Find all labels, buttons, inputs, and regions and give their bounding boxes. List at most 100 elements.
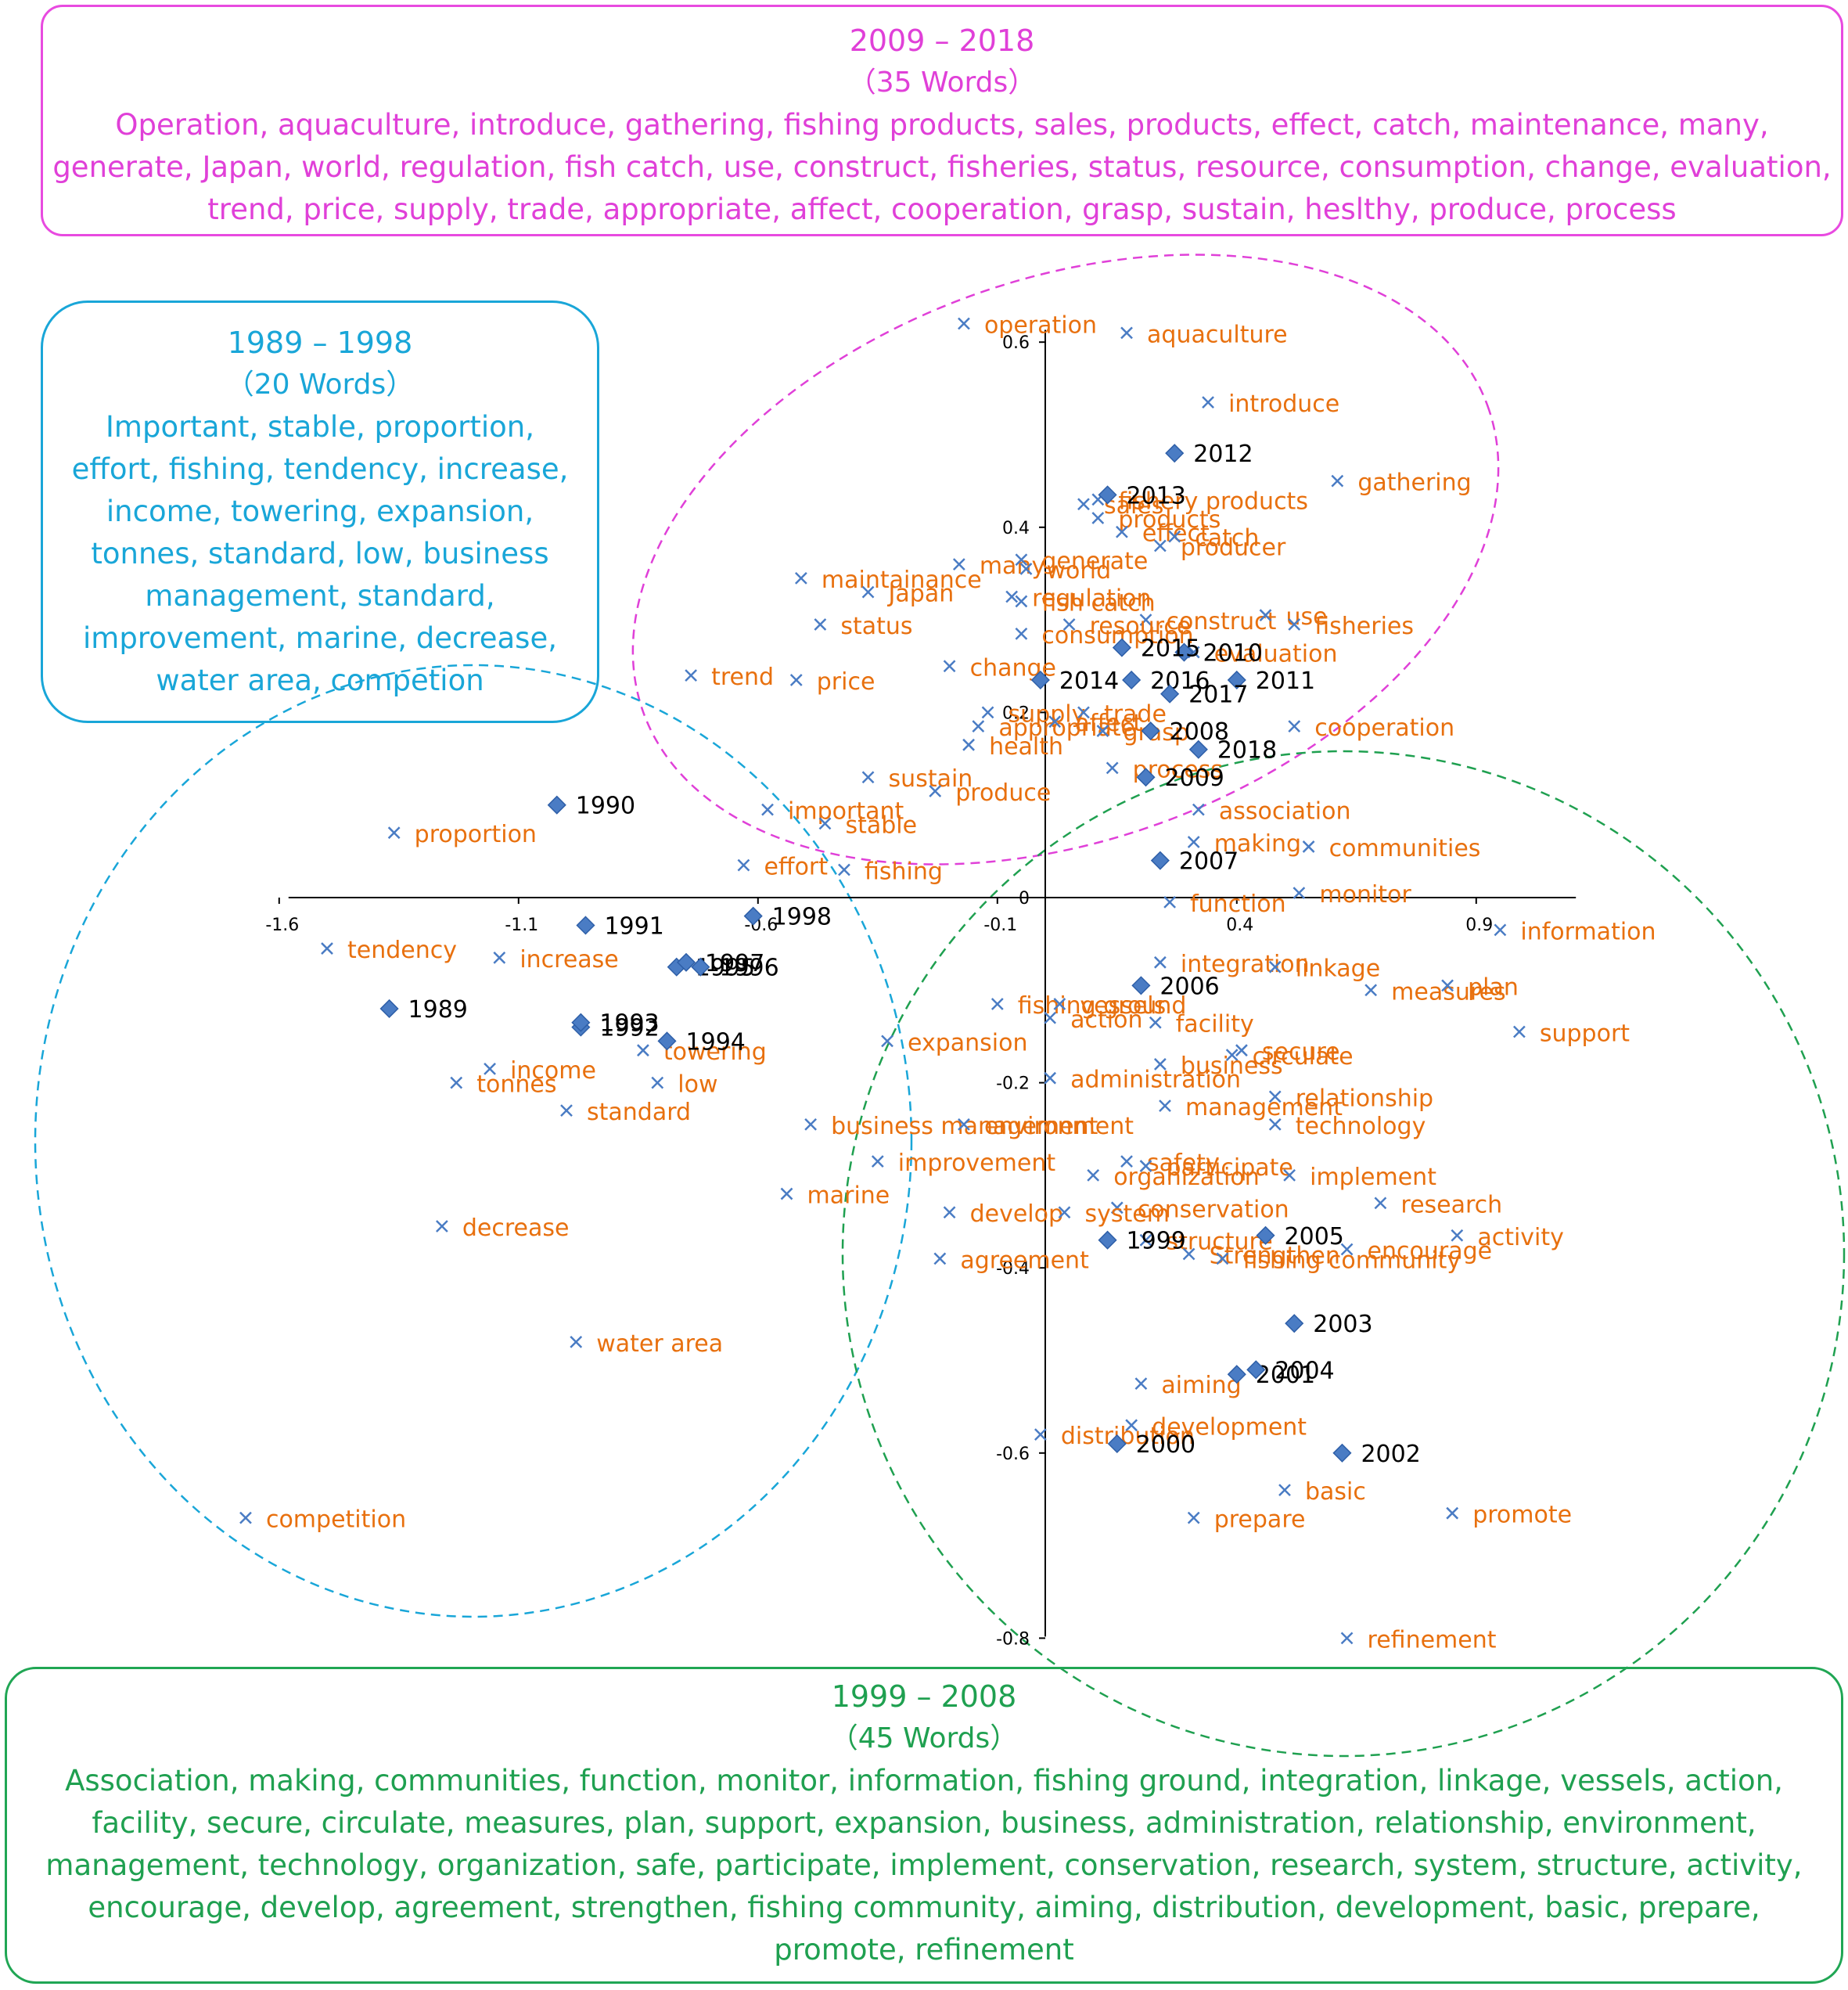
word-label-administration: administration: [1070, 1067, 1241, 1094]
word-label-environment: environment: [984, 1113, 1134, 1140]
word-label-health: health: [989, 733, 1063, 761]
word-marker-stable: [818, 817, 832, 830]
word-marker-stroke: [450, 1076, 463, 1089]
word-marker-stroke: [952, 558, 965, 571]
word-marker-measures: [1364, 984, 1378, 997]
word-marker-stroke: [1153, 539, 1167, 552]
word-label-maintainance: maintainance: [822, 567, 982, 594]
year-label-2005: 2005: [1285, 1223, 1344, 1250]
word-marker-stroke: [861, 771, 875, 784]
x-tick-label: -1.1: [505, 916, 538, 935]
year-marker-2017: [1160, 684, 1180, 704]
word-label-fishery-products: fishery products: [1118, 488, 1308, 515]
word-label-linkage: linkage: [1296, 955, 1380, 983]
word-marker-income: [484, 1062, 496, 1075]
word-marker-relationship: [1268, 1090, 1282, 1103]
word-marker-stroke: [1110, 1201, 1124, 1215]
legend-box-1989-1998: 1989 – 1998 （20 Words） Important, stable…: [41, 300, 599, 723]
word-marker-agreement: [933, 1252, 947, 1265]
year-marker-2007: [1150, 851, 1170, 870]
word-marker-administration: [1044, 1071, 1057, 1085]
word-marker-producer: [1153, 539, 1167, 552]
word-label-agreement: agreement: [960, 1247, 1089, 1274]
word-marker-support: [1512, 1025, 1526, 1038]
year-label-2018: 2018: [1217, 737, 1277, 765]
word-marker-information: [1494, 923, 1507, 937]
word-label-basic: basic: [1305, 1478, 1366, 1506]
word-marker-stroke: [1187, 1511, 1200, 1524]
word-label-increase: increase: [520, 946, 618, 973]
word-label-management: management: [1185, 1094, 1343, 1121]
word-marker-produce: [929, 785, 942, 797]
word-marker-stroke: [1106, 761, 1119, 775]
year-label-2001: 2001: [1256, 1362, 1315, 1389]
word-marker-price: [789, 674, 803, 686]
word-marker-organization: [1087, 1169, 1100, 1182]
y-tick-label: -0.4: [996, 1259, 1030, 1279]
word-marker-stroke: [1225, 1049, 1239, 1061]
word-label-evaluation: evaluation: [1214, 641, 1338, 668]
y-tick-label: 0.2: [1002, 704, 1030, 723]
word-marker-integration: [1153, 955, 1167, 969]
year-marker-2012: [1165, 444, 1185, 463]
word-label-communities: communities: [1329, 835, 1481, 862]
x-tick-label: 0.9: [1465, 916, 1493, 935]
word-marker-many: [952, 558, 965, 571]
word-label-generate: generate: [1041, 548, 1148, 575]
legend-box-1999-2008: 1999 – 2008 （45 Words） Association, maki…: [5, 1667, 1843, 1984]
word-marker-stroke: [685, 669, 698, 682]
word-marker-gathering: [1331, 474, 1344, 488]
year-label-2003: 2003: [1313, 1311, 1372, 1338]
word-marker-stroke: [1015, 627, 1028, 640]
year-label-2012: 2012: [1193, 441, 1253, 468]
word-label-expansion: expansion: [908, 1029, 1027, 1056]
year-label-2017: 2017: [1188, 682, 1248, 709]
word-marker-plan: [1441, 979, 1454, 992]
x-tick-label: 0.4: [1226, 916, 1253, 935]
year-marker-2013: [1098, 485, 1117, 505]
word-marker-stroke: [1168, 530, 1181, 543]
word-marker-stroke: [1125, 1419, 1138, 1432]
word-marker-stroke: [1077, 706, 1090, 719]
year-marker-2008: [1141, 721, 1160, 741]
word-label-strengthen: Strengthen: [1210, 1242, 1340, 1269]
year-marker-1990: [547, 795, 566, 815]
word-marker-stroke: [1153, 1058, 1167, 1071]
word-marker-japan: [861, 585, 875, 599]
word-label-organization: organization: [1113, 1164, 1260, 1191]
word-marker-stroke: [239, 1511, 252, 1524]
period-2009-2018: 2009 – 2018: [849, 23, 1035, 58]
year-marker-2009: [1136, 768, 1156, 787]
word-label-conservation: conservation: [1138, 1196, 1289, 1223]
word-marker-competition: [239, 1511, 252, 1524]
word-marker-sales: [1077, 498, 1090, 511]
word-marker-stroke: [1293, 887, 1306, 899]
word-marker-stroke: [861, 585, 875, 599]
word-marker-stroke: [1288, 618, 1301, 631]
word-marker-maintainance: [794, 571, 807, 585]
word-marker-stroke: [871, 1155, 884, 1168]
word-marker-association: [1192, 803, 1205, 816]
word-marker-fisheries: [1288, 618, 1301, 631]
word-marker-status: [814, 618, 827, 631]
word-marker-circulate: [1225, 1049, 1239, 1061]
word-marker-vessels: [1053, 998, 1066, 1010]
word-marker-secure: [1235, 1044, 1248, 1057]
word-marker-management: [1159, 1099, 1171, 1113]
word-label-appropriate: appropriate: [998, 714, 1135, 742]
year-label-2000: 2000: [1136, 1431, 1195, 1459]
word-marker-basic: [1278, 1484, 1291, 1497]
word-marker-introduce: [1202, 396, 1214, 408]
word-marker-stroke: [1512, 1025, 1526, 1038]
word-marker-stroke: [387, 826, 401, 840]
word-count-1999-2008: （45 Words）: [829, 1722, 1019, 1754]
word-marker-stroke: [321, 942, 333, 955]
word-label-research: research: [1400, 1191, 1502, 1218]
word-label-measures: measures: [1391, 978, 1505, 1006]
year-label-1999: 1999: [1127, 1228, 1186, 1255]
word-label-action: action: [1070, 1006, 1142, 1034]
word-label-aquaculture: aquaculture: [1147, 321, 1288, 348]
word-label-monitor: monitor: [1319, 881, 1411, 909]
word-marker-effect: [1116, 525, 1128, 538]
year-marker-1999: [1098, 1230, 1117, 1250]
